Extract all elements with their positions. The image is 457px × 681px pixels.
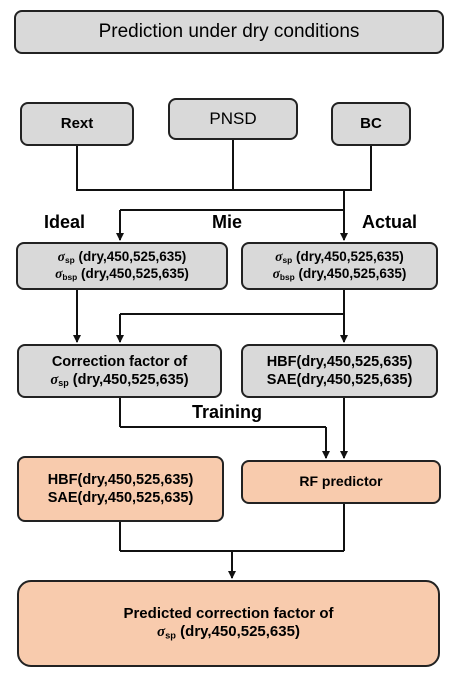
ideal-sigma-box: σsp (dry,450,525,635) σbsp (dry,450,525,… xyxy=(16,242,228,290)
rf-predictor-label: RF predictor xyxy=(299,473,383,490)
rext-label: Rext xyxy=(60,114,94,132)
title-box: Prediction under dry conditions xyxy=(14,10,444,54)
output-title: Predicted correction factor of xyxy=(123,604,334,622)
actual-sigma-bsp-line: σbsp (dry,450,525,635) xyxy=(272,266,407,283)
correction-factor-title: Correction factor of xyxy=(51,353,188,370)
output-box: Predicted correction factor of σsp (dry,… xyxy=(17,580,440,667)
sae-right-line: SAE(dry,450,525,635) xyxy=(266,372,413,388)
mie-label: Mie xyxy=(212,212,243,232)
pnsd-label: PNSD xyxy=(209,109,257,129)
sae-left-line: SAE(dry,450,525,635) xyxy=(47,490,194,506)
pnsd-box: PNSD xyxy=(168,98,298,140)
rf-predictor-box: RF predictor xyxy=(241,460,441,504)
actual-sigma-sp-line: σsp (dry,450,525,635) xyxy=(275,249,404,266)
actual-label: Actual xyxy=(362,212,418,232)
hbf-sae-right-box: HBF(dry,450,525,635) SAE(dry,450,525,635… xyxy=(241,344,438,398)
correction-factor-sigma-line: σsp (dry,450,525,635) xyxy=(50,371,189,389)
ideal-sigma-sp-line: σsp (dry,450,525,635) xyxy=(57,249,187,266)
training-label: Training xyxy=(192,402,263,422)
ideal-sigma-bsp-line: σbsp (dry,450,525,635) xyxy=(55,266,189,283)
bc-box: BC xyxy=(331,102,411,146)
bc-label: BC xyxy=(360,114,382,132)
actual-sigma-box: σsp (dry,450,525,635) σbsp (dry,450,525,… xyxy=(241,242,438,290)
ideal-label: Ideal xyxy=(44,212,86,232)
rext-box: Rext xyxy=(20,102,134,146)
correction-factor-box: Correction factor of σsp (dry,450,525,63… xyxy=(17,344,222,398)
title-text: Prediction under dry conditions xyxy=(98,21,360,43)
hbf-left-line: HBF(dry,450,525,635) xyxy=(47,471,194,488)
hbf-sae-left-box: HBF(dry,450,525,635) SAE(dry,450,525,635… xyxy=(17,456,224,522)
output-sigma-line: σsp (dry,450,525,635) xyxy=(157,623,300,641)
hbf-right-line: HBF(dry,450,525,635) xyxy=(266,353,413,370)
